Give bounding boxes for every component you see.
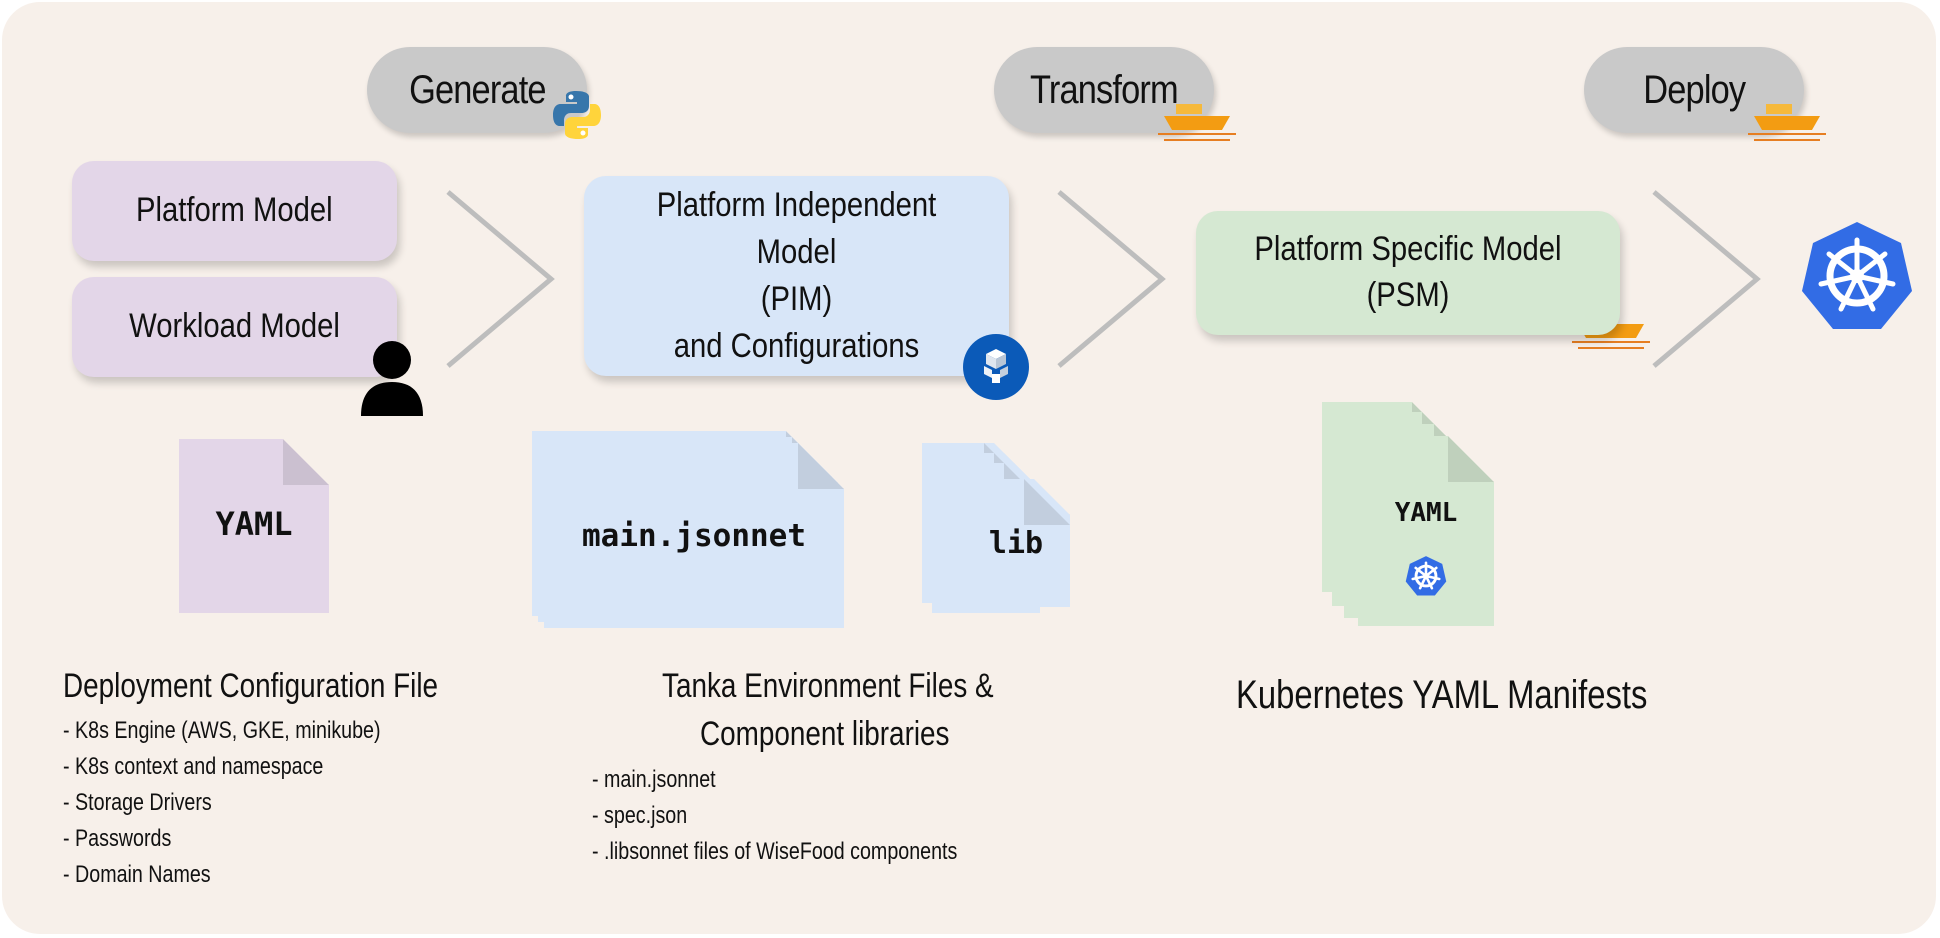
list-item: Domain Names (63, 857, 381, 893)
psm-label: Platform Specific Model (PSM) (1254, 230, 1562, 314)
pim-line1: Platform Independent Model (656, 186, 937, 272)
platform-model-box: Platform Model (72, 161, 397, 261)
kubernetes-small-icon (1405, 556, 1447, 596)
chevron-arrow (1057, 190, 1166, 368)
list-item: .libsonnet files of WiseFood components (592, 834, 957, 870)
yaml-config-document-label: YAML (215, 505, 293, 543)
workload-model-label: Workload Model (129, 307, 340, 346)
chevron-arrow (1652, 190, 1761, 368)
stage-transform-label: Transform (1030, 67, 1179, 112)
user-icon (361, 341, 423, 416)
lib-document-label: lib (988, 526, 1044, 561)
ship-icon (1748, 104, 1826, 141)
tanka-title-line2: Component libraries (700, 715, 950, 753)
list-item: Storage Drivers (63, 785, 381, 821)
k8s-yaml-document-label: YAML (1394, 498, 1458, 528)
psm-box: Platform Specific Model (PSM) (1196, 211, 1620, 335)
jsonnet-document-label: main.jsonnet (582, 518, 806, 554)
pim-line2: (PIM) (760, 280, 833, 318)
tanka-list: main.jsonnet spec.json .libsonnet files … (592, 762, 957, 870)
platform-model-label: Platform Model (136, 191, 333, 230)
k8s-yaml-document (1358, 436, 1494, 626)
deployment-config-title: Deployment Configuration File (63, 667, 439, 705)
tanka-title-line1: Tanka Environment Files & (662, 667, 994, 705)
deployment-config-list: K8s Engine (AWS, GKE, minikube) K8s cont… (63, 713, 381, 893)
lib-document (962, 479, 1070, 607)
yaml-config-document (179, 439, 329, 613)
pim-line3: and Configurations (673, 326, 920, 365)
list-item: K8s context and namespace (63, 749, 381, 785)
stage-generate: Generate (367, 47, 587, 133)
kubernetes-manifests-title: Kubernetes YAML Manifests (1236, 673, 1648, 717)
python-icon (553, 91, 601, 139)
ship-icon (1158, 104, 1236, 141)
tanka-logo-icon (963, 334, 1029, 400)
chevron-arrow (446, 190, 555, 368)
workload-model-box: Workload Model (72, 277, 397, 377)
pim-box: Platform Independent Model (PIM) and Con… (584, 176, 1009, 376)
pim-label: Platform Independent Model (PIM) and Con… (614, 182, 980, 370)
list-item: K8s Engine (AWS, GKE, minikube) (63, 713, 381, 749)
jsonnet-document (544, 443, 844, 628)
kubernetes-icon (1802, 222, 1912, 329)
stage-deploy-label: Deploy (1643, 67, 1746, 112)
list-item: main.jsonnet (592, 762, 957, 798)
stage-generate-label: Generate (408, 67, 546, 112)
list-item: Passwords (63, 821, 381, 857)
list-item: spec.json (592, 798, 957, 834)
